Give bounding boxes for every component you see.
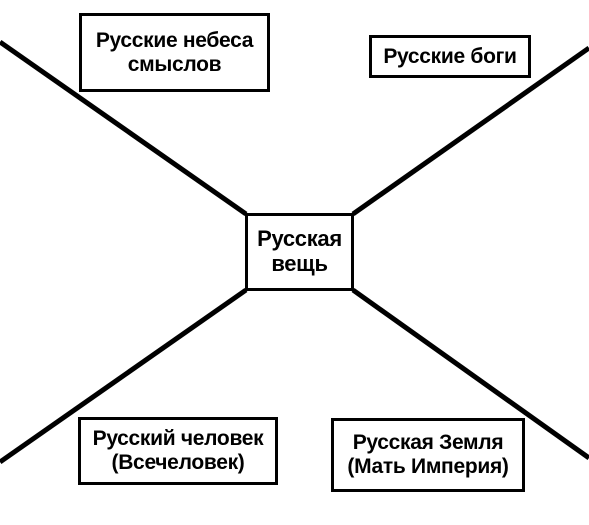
box-russian-land: Русская Земля (Мать Империя): [331, 418, 525, 492]
connector-line-bottom-left: [0, 287, 248, 465]
box-russian-heavens-of-meanings: Русские небеса смыслов: [79, 13, 270, 92]
connector-line-bottom-right: [351, 287, 589, 461]
connector-line-top-left: [0, 39, 248, 217]
box-russian-thing-center: Русская вещь: [245, 213, 354, 291]
box-russian-gods: Русские боги: [369, 35, 531, 78]
connector-line-top-right: [351, 45, 589, 217]
box-russian-human: Русский человек (Всечеловек): [78, 417, 278, 485]
